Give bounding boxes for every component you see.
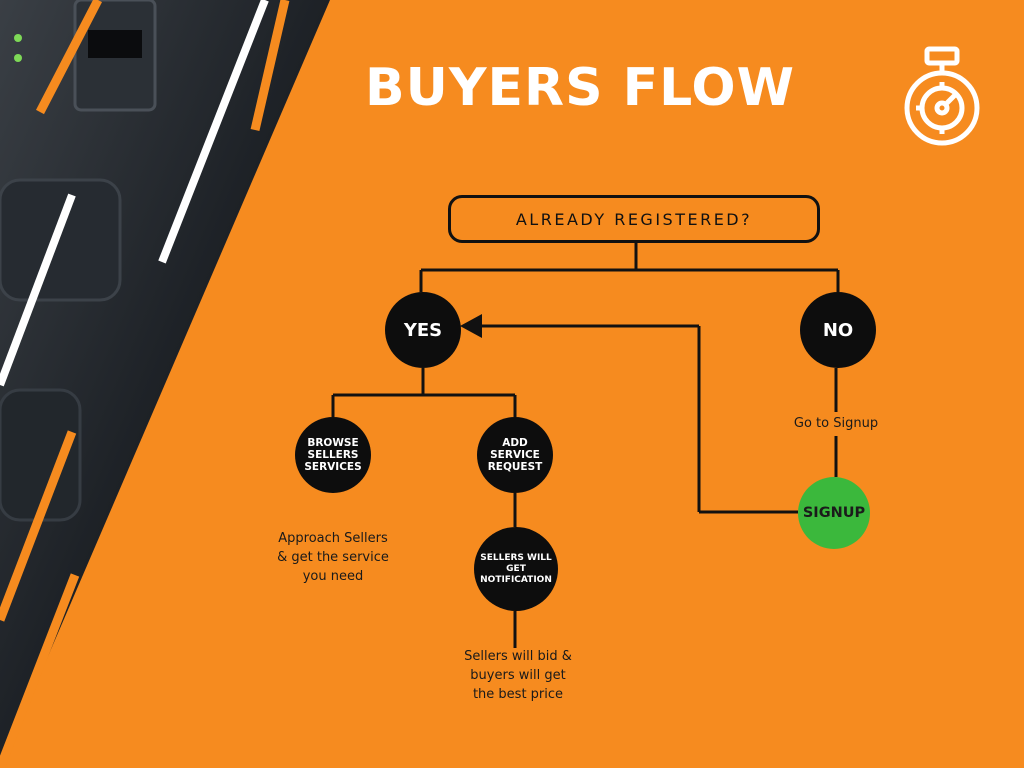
arrow-head: [460, 314, 482, 338]
decorative-stripes: [0, 0, 290, 768]
yes-node: YES: [385, 292, 461, 368]
page-title: BUYERS FLOW: [365, 58, 795, 118]
no-node: NO: [800, 292, 876, 368]
stopwatch-icon: [904, 46, 980, 146]
server-photo: [0, 0, 330, 768]
browse-services-node: BROWSE SELLERS SERVICES: [295, 417, 371, 493]
signup-node: SIGNUP: [798, 477, 870, 549]
go-to-signup-note: Go to Signup: [793, 416, 879, 431]
seller-notification-node: SELLERS WILL GET NOTIFICATION: [474, 527, 558, 611]
approach-sellers-note: Approach Sellers & get the service you n…: [277, 531, 389, 584]
already-registered-box: ALREADY REGISTERED?: [448, 195, 820, 243]
add-service-request-node: ADD SERVICE REQUEST: [477, 417, 553, 493]
sellers-bid-note: Sellers will bid & buyers will get the b…: [464, 649, 572, 702]
flow-connectors: [331, 243, 840, 648]
